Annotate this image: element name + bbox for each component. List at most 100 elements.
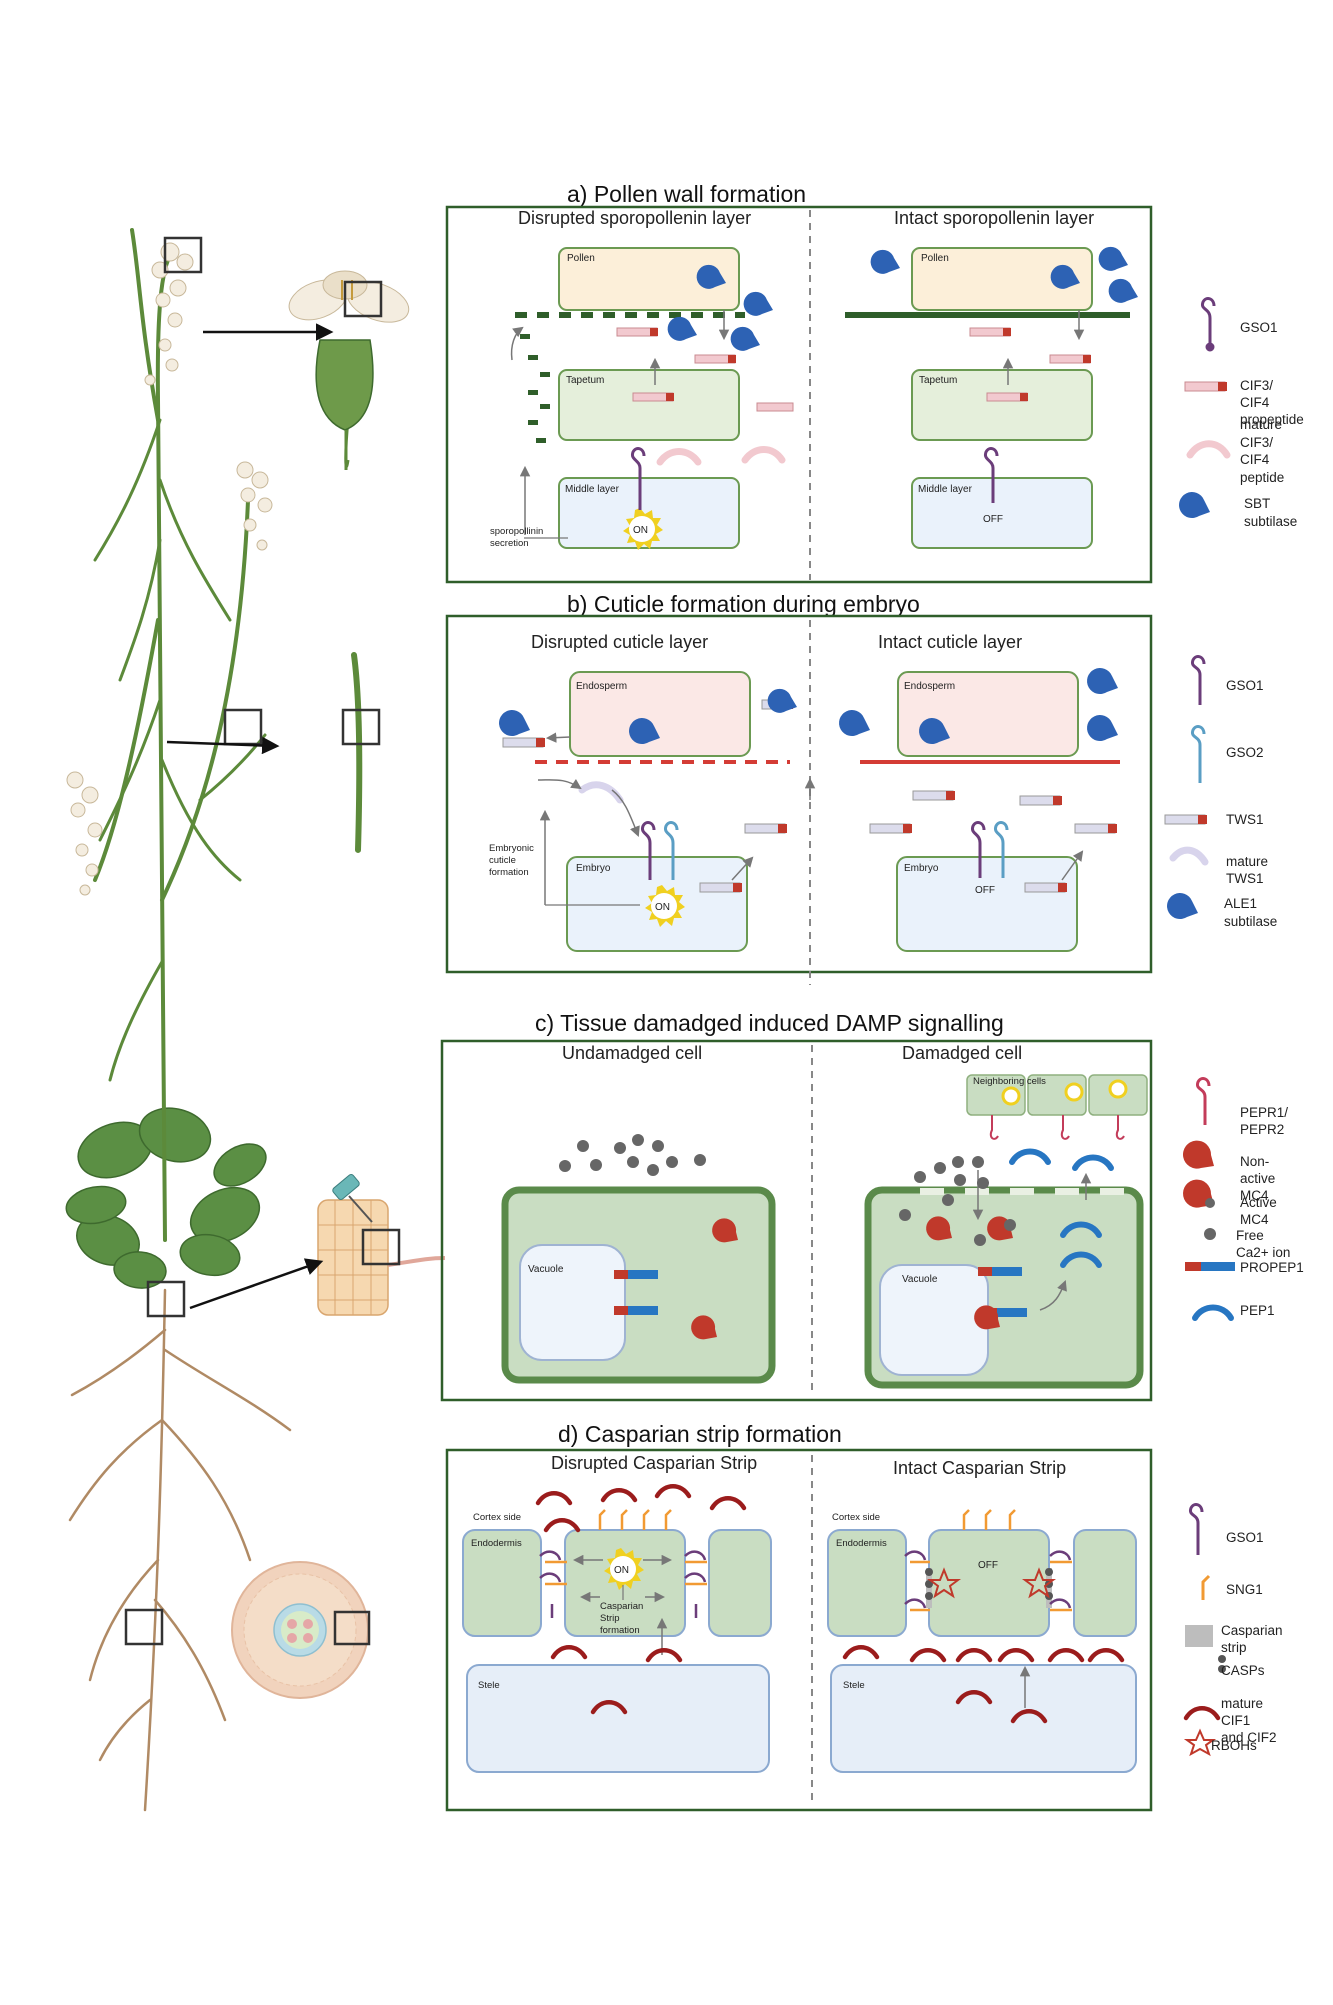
legend-d-casparian-icon [1185, 1625, 1213, 1647]
legend-c-item-9: PROPEP1 [1240, 1260, 1304, 1275]
panel-a-left-header: Disrupted sporopollenin layer [518, 208, 751, 228]
legend-b-mature-tws1-icon [1169, 846, 1209, 866]
gso1-receptor-right-a [983, 447, 999, 503]
endodermis-cell-left-3 [708, 1529, 772, 1637]
legend-d-sng1-icon [1201, 1574, 1211, 1600]
middle-cell-right [911, 477, 1093, 549]
calcium-ions-right [899, 1156, 1016, 1246]
legend-c-pepr-icon [1195, 1077, 1211, 1125]
formation-label-2: cuticle [489, 855, 516, 866]
legend-c-item-7: Free [1236, 1228, 1264, 1243]
legend-c-item-3: active [1240, 1171, 1275, 1186]
subtilases-a-left [667, 264, 773, 351]
legend-d-casps-icon [1218, 1655, 1226, 1673]
tws1-right-b [869, 790, 1117, 893]
flower-zoom [288, 270, 410, 470]
legend-b-item-0: GSO1 [1226, 678, 1264, 693]
panel-a-frame [445, 205, 1153, 584]
endodermis-cell-right-3 [1073, 1529, 1137, 1637]
on-burst-a: ON [623, 508, 663, 550]
root-cross-section [231, 1561, 371, 1699]
neighbors-label: Neighboring cells [973, 1076, 1046, 1087]
panel-a-title: a) Pollen wall formation [567, 181, 806, 207]
endosperm-label-right: Endosperm [904, 681, 955, 692]
legend-b-gso1-icon [1190, 655, 1206, 705]
rosette-leaves [65, 1107, 267, 1289]
off-label-b: OFF [975, 885, 995, 896]
legend-a-item-9: subtilase [1244, 514, 1297, 529]
endodermis-label-right: Endodermis [836, 1538, 887, 1549]
legend-d-item-5: mature [1221, 1696, 1263, 1711]
panel-c-frame [440, 1039, 1153, 1402]
pollen-cell-right [911, 247, 1093, 311]
pollen-label-right: Pollen [921, 253, 949, 264]
secretion-label-1: sporopollinin [490, 526, 543, 537]
legend-d-cif-icon [1183, 1706, 1221, 1721]
legend-a-item-3: propeptide [1240, 412, 1304, 427]
embryo-cell-right [896, 856, 1078, 952]
legend-d-item-7: and CIF2 [1221, 1730, 1277, 1745]
endodermis-cell-right-2 [928, 1529, 1050, 1637]
legend-d-item-0: GSO1 [1226, 1530, 1264, 1545]
vacuole-label-left: Vacuole [528, 1264, 564, 1275]
legend-c-calcium-icon [1204, 1228, 1216, 1240]
legend-d-item-4: CASPs [1221, 1663, 1265, 1678]
legend-c-item-1: PEPR2 [1240, 1122, 1284, 1137]
strip-label-3: formation [600, 1625, 640, 1636]
cauline-leaves [93, 418, 267, 1082]
tapetum-cell-left [558, 369, 740, 441]
panel-d-frame [445, 1448, 1153, 1812]
panel-c: c) Tissue damadged induced DAMP signalli… [440, 1010, 1304, 1402]
panel-c-left-header: Undamadged cell [562, 1043, 702, 1063]
legend-b: GSO1 GSO2 TWS1 mature TWS1 ALE1 subtilas… [1164, 655, 1277, 929]
propep1-left [614, 1270, 658, 1315]
legend-b-item-2: TWS1 [1226, 812, 1264, 827]
panel-d: d) Casparian strip formation Disrupted C… [445, 1421, 1283, 1812]
legend-d: GSO1 SNG1 Casparian strip CASPs mature C… [1183, 1503, 1283, 1757]
panel-b-title: b) Cuticle formation during embryo [567, 591, 920, 617]
strip-label-2: Strip [600, 1613, 620, 1624]
off-label-d: OFF [978, 1560, 998, 1571]
inactive-mc4-left [691, 1218, 738, 1340]
legend-a-item-2: CIF4 [1240, 395, 1270, 410]
formation-label-3: formation [489, 867, 529, 878]
tapetum-cell-right [911, 369, 1093, 441]
legend-d-item-8: RBOHs [1211, 1738, 1257, 1753]
panel-c-title: c) Tissue damadged induced DAMP signalli… [535, 1010, 1004, 1036]
legend-d-item-1: SNG1 [1226, 1582, 1263, 1597]
gso1-receptor-left-b [640, 821, 656, 880]
endosperm-label-left: Endosperm [576, 681, 627, 692]
silique-zoom [341, 652, 381, 853]
pollen-label-left: Pollen [567, 253, 595, 264]
legend-d-rboh-icon [1183, 1728, 1217, 1757]
panel-a: a) Pollen wall formation Disrupted sporo… [445, 181, 1304, 584]
legend-a-item-8: SBT [1244, 496, 1270, 511]
endodermis-cell-left-1 [462, 1529, 542, 1637]
legend-c-item-10: PEP1 [1240, 1303, 1275, 1318]
gso1-sng1-right [904, 1550, 1072, 1612]
sng1-right [962, 1509, 1016, 1530]
gso1-receptor-left-a [630, 447, 646, 510]
panel-c-right-header: Damadged cell [902, 1043, 1022, 1063]
legend-a-item-4: mature [1240, 417, 1282, 432]
legend-b-item-4: TWS1 [1226, 871, 1264, 886]
on-label-a: ON [633, 525, 648, 536]
legend-c-item-5: Active [1240, 1195, 1277, 1210]
legend-d-item-2: Casparian [1221, 1623, 1283, 1638]
formation-label-1: Embryonic [489, 843, 534, 854]
sng1-left [598, 1509, 672, 1530]
stele-cell-left [466, 1664, 770, 1773]
gso2-receptor-right-b [993, 821, 1009, 878]
panel-d-left-header: Disrupted Casparian Strip [551, 1453, 757, 1473]
cif-peptides-left [535, 1484, 747, 1715]
legend-c-inactive-mc4-icon [1183, 1140, 1214, 1169]
legend-a-item-0: GSO1 [1240, 320, 1278, 335]
legend-a-item-5: CIF3/ [1240, 435, 1273, 450]
roots [68, 1288, 292, 1812]
legend-c-item-4: MC4 [1240, 1188, 1269, 1203]
panel-b-left-header: Disrupted cuticle layer [531, 632, 708, 652]
panel-b-right-header: Intact cuticle layer [878, 632, 1022, 652]
legend-c-item-8: Ca2+ ion [1236, 1245, 1290, 1260]
cortex-label-left: Cortex side [473, 1512, 521, 1523]
